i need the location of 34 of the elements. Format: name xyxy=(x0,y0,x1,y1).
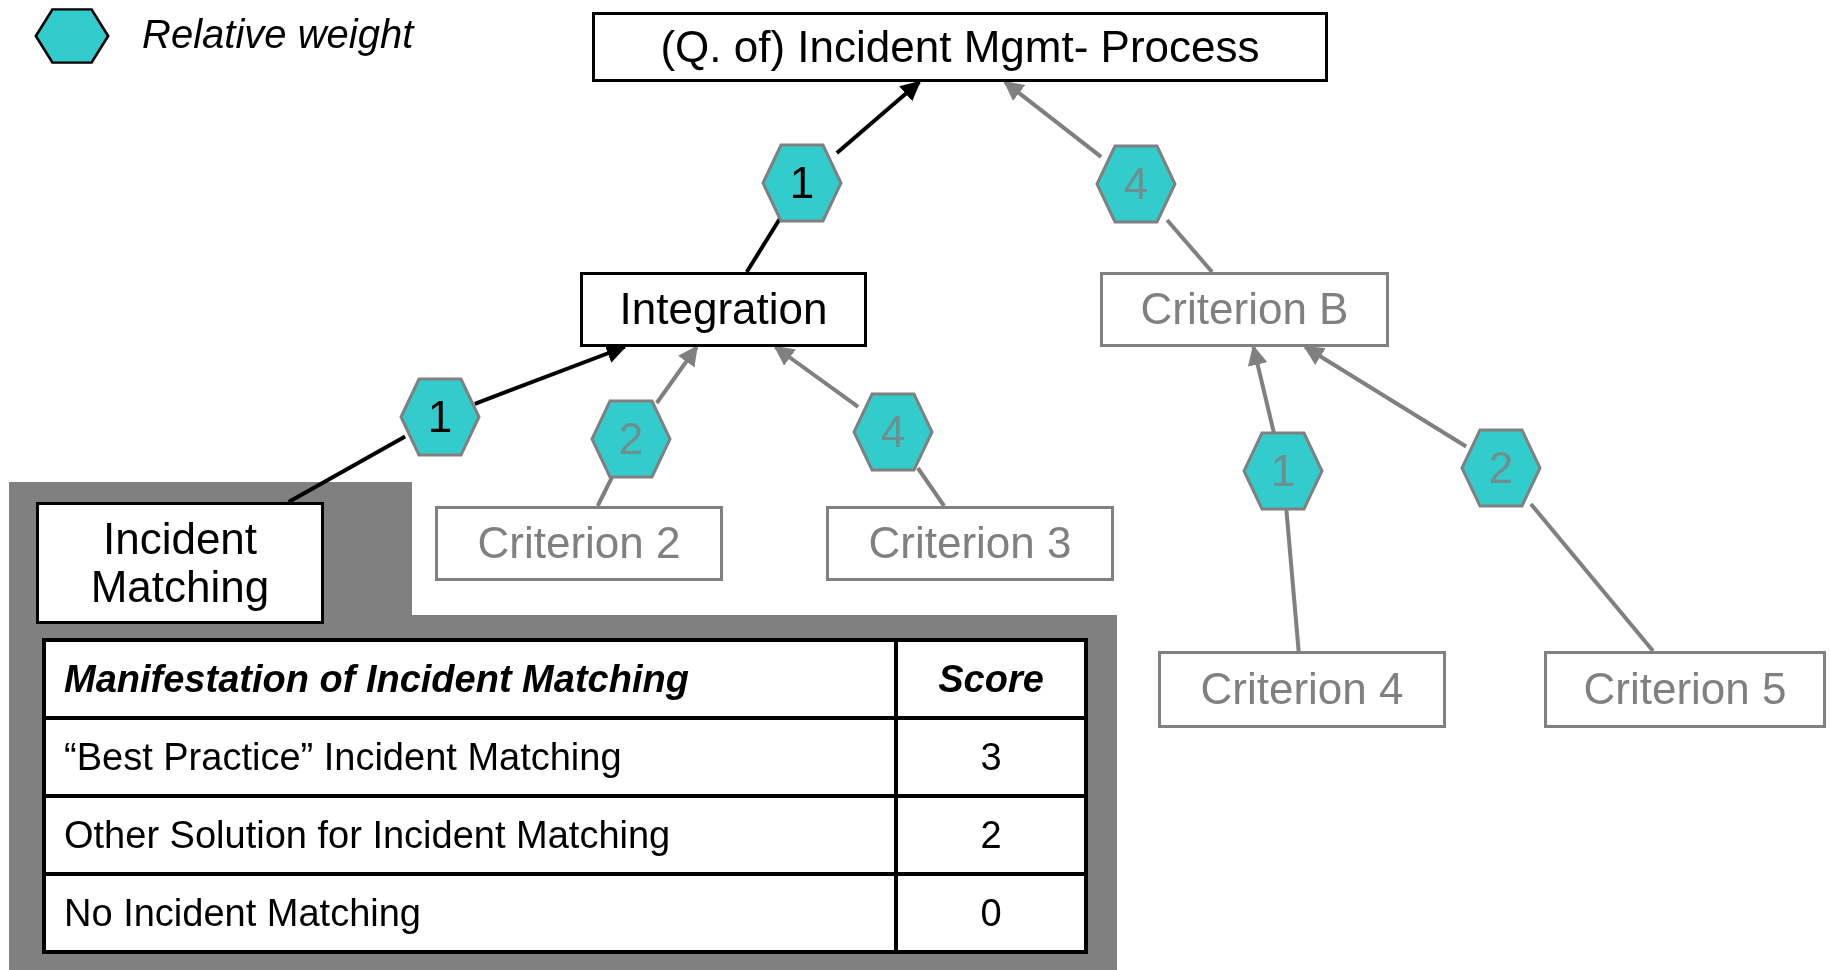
weight-hexagon: 4 xyxy=(852,392,934,472)
table-cell: 0 xyxy=(896,874,1086,952)
weight-hexagon: 1 xyxy=(399,377,481,457)
table-header: Manifestation of Incident Matching xyxy=(44,640,896,718)
connector-line xyxy=(1529,502,1655,653)
connector-line xyxy=(916,466,946,508)
table-cell: Other Solution for Incident Matching xyxy=(44,796,896,874)
weight-hexagon: 2 xyxy=(590,399,672,479)
arrow xyxy=(1303,345,1468,449)
criterion-box: Incident Matching xyxy=(36,502,324,624)
table-cell: No Incident Matching xyxy=(44,874,896,952)
table-cell: 3 xyxy=(896,718,1086,796)
weight-hexagon: 1 xyxy=(761,143,843,223)
criterion-box: (Q. of) Incident Mgmt- Process xyxy=(592,12,1328,82)
criterion-box: Criterion 4 xyxy=(1158,651,1446,728)
arrow xyxy=(655,345,699,405)
weight-hexagon: 2 xyxy=(1460,428,1542,508)
legend-text: Relative weight xyxy=(142,12,414,57)
arrow xyxy=(773,345,860,409)
table-header: Score xyxy=(896,640,1086,718)
criterion-box: Criterion 3 xyxy=(826,506,1114,581)
criterion-box: Criterion 5 xyxy=(1544,651,1826,728)
connector-line xyxy=(745,217,782,274)
table-cell: 2 xyxy=(896,796,1086,874)
criterion-box: Integration xyxy=(580,272,867,347)
weight-hexagon: 1 xyxy=(1242,431,1324,511)
connector-line xyxy=(1165,218,1214,274)
arrow xyxy=(1003,80,1103,159)
connector-line xyxy=(287,434,407,504)
criterion-box: Criterion B xyxy=(1100,272,1389,347)
arrow xyxy=(835,80,921,155)
criterion-box: Criterion 2 xyxy=(435,506,723,581)
weight-hexagon: 4 xyxy=(1095,144,1177,224)
table-cell: “Best Practice” Incident Matching xyxy=(44,718,896,796)
